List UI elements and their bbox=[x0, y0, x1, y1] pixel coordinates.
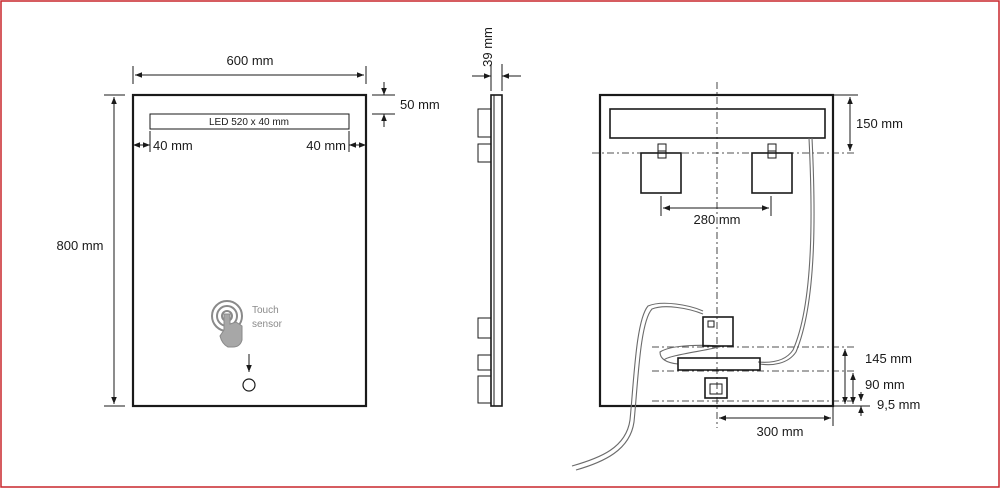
led-strip-label: LED 520 x 40 mm bbox=[209, 117, 289, 128]
sensor-button-icon bbox=[242, 378, 256, 392]
height-label: 800 mm bbox=[57, 238, 104, 253]
bottom-socket bbox=[704, 377, 728, 399]
touch-sensor-label-line1: Touch bbox=[252, 305, 279, 316]
led-offset-label: 150 mm bbox=[856, 116, 903, 131]
touch-sensor-icon bbox=[211, 300, 243, 348]
bottom-offset-label: 9,5 mm bbox=[877, 397, 920, 412]
junction-offset-label: 90 mm bbox=[865, 377, 905, 392]
front-view: LED 520 x 40 mm 600 mm 800 mm 50 mm 40 m… bbox=[57, 53, 440, 408]
led-cable bbox=[759, 137, 815, 366]
back-view: 280 mm 150 mm 145 mm 90 mm 9,5 mm 30 bbox=[571, 82, 920, 471]
hand-pointer-icon bbox=[219, 313, 243, 348]
top-margin-label: 50 mm bbox=[400, 97, 440, 112]
side-view: 39 mm bbox=[472, 27, 521, 407]
right-margin-label: 40 mm bbox=[306, 138, 346, 153]
horizontal-offset-label: 300 mm bbox=[757, 424, 804, 439]
left-margin-label: 40 mm bbox=[153, 138, 193, 153]
bracket-spacing-label: 280 mm bbox=[694, 212, 741, 227]
led-strip bbox=[149, 113, 350, 130]
led-driver bbox=[677, 357, 761, 371]
depth-label: 39 mm bbox=[480, 27, 495, 67]
junction-box bbox=[702, 316, 734, 347]
width-label: 600 mm bbox=[227, 53, 274, 68]
led-housing bbox=[609, 108, 826, 139]
bracket-left bbox=[640, 152, 682, 194]
bracket-right bbox=[751, 152, 793, 194]
mains-cable bbox=[571, 302, 704, 467]
touch-sensor-label-line2: sensor bbox=[252, 319, 283, 330]
mirror-side-outline bbox=[490, 94, 503, 407]
driver-offset-label: 145 mm bbox=[865, 351, 912, 366]
